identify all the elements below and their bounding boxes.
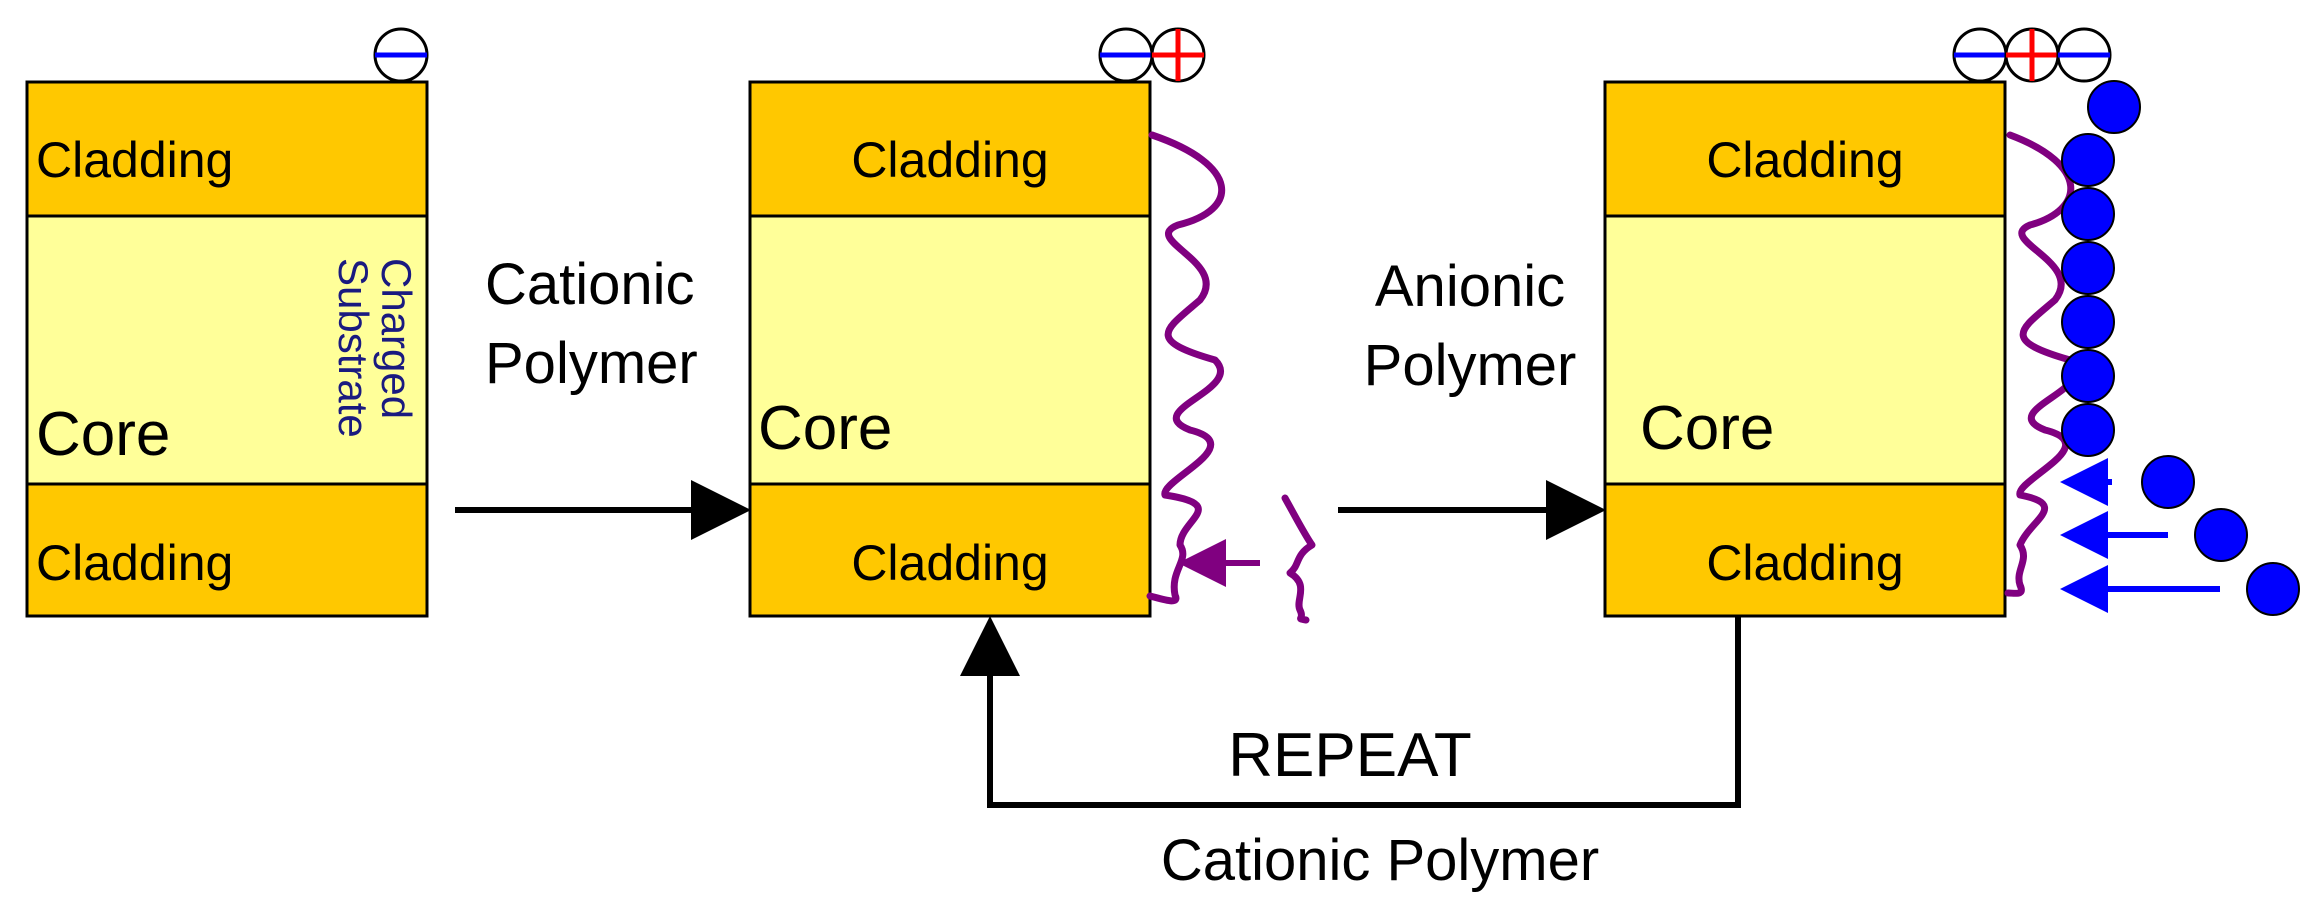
substrate-label-line1: Charged	[373, 258, 420, 419]
incoming-cationic-polymer	[1178, 494, 1316, 624]
panel-3-cladding-top-label: Cladding	[1706, 132, 1903, 188]
panel-1-cladding-bottom	[25, 482, 429, 618]
cationic-polymer-chain	[2004, 131, 2079, 597]
anionic-bead	[2061, 403, 2115, 457]
negative-charge-icon	[2056, 27, 2112, 83]
panel-2-cladding-bottom	[748, 482, 1152, 618]
free-polymer-chain	[1281, 494, 1316, 624]
anionic-bead	[2061, 295, 2115, 349]
panel-2-after-cationic: Cladding Core Cladding	[748, 27, 1226, 618]
panel-3-cladding-top	[1603, 80, 2007, 218]
anionic-bead-layer	[2061, 80, 2141, 457]
anionic-bead	[2061, 133, 2115, 187]
free-anionic-bead	[2194, 508, 2248, 562]
panel-1-cladding-bottom-label: Cladding	[36, 535, 233, 591]
panel-1-cladding-top-label: Cladding	[36, 132, 233, 188]
panel-1-charged-substrate: Cladding Core Cladding Charged Substrate	[25, 27, 429, 618]
anionic-bead	[2061, 241, 2115, 295]
negative-charge-icon	[1098, 27, 1154, 83]
panel-3-core-label: Core	[1640, 394, 1774, 463]
repeat-loop: REPEAT Cationic Polymer	[960, 616, 1741, 893]
free-anionic-bead	[2141, 455, 2195, 509]
negative-charge-icon	[373, 27, 429, 83]
step-1-label-line1: Cationic	[485, 252, 695, 317]
incoming-anionic-polymer	[2060, 455, 2300, 616]
positive-charge-icon	[1150, 27, 1206, 83]
panel-3-cladding-bottom-label: Cladding	[1706, 535, 1903, 591]
step-1-cationic-polymer: Cationic Polymer	[455, 252, 751, 540]
anionic-bead	[2061, 187, 2115, 241]
positive-charge-icon	[2004, 27, 2060, 83]
panel-2-core	[748, 214, 1152, 486]
repeat-sublabel: Cationic Polymer	[1161, 828, 1599, 893]
step-2-anionic-polymer: Anionic Polymer	[1338, 254, 1606, 540]
anionic-bead	[2061, 349, 2115, 403]
substrate-label-line2: Substrate	[330, 258, 377, 438]
panel-2-cladding-bottom-label: Cladding	[851, 535, 1048, 591]
negative-charge-icon	[1952, 27, 2008, 83]
panel-2-cladding-top	[748, 80, 1152, 218]
free-anionic-bead	[2246, 562, 2300, 616]
step-2-label-line2: Polymer	[1364, 333, 1577, 398]
repeat-label: REPEAT	[1228, 721, 1471, 790]
step-2-label-line1: Anionic	[1375, 254, 1565, 319]
panel-3-after-anionic: Cladding Core Cladding	[1603, 27, 2141, 618]
substrate-label: Charged Substrate	[330, 258, 420, 438]
anionic-bead	[2087, 80, 2141, 134]
panel-1-core	[25, 214, 429, 486]
panel-1-core-label: Core	[36, 400, 170, 469]
panel-3-cladding-bottom	[1603, 482, 2007, 618]
cationic-polymer-chain	[1146, 131, 1226, 605]
repeat-loop-arrow	[960, 616, 1741, 808]
panel-1-cladding-top	[25, 80, 429, 218]
panel-2-cladding-top-label: Cladding	[851, 132, 1048, 188]
panel-2-core-label: Core	[758, 394, 892, 463]
step-1-label-line2: Polymer	[485, 331, 698, 396]
